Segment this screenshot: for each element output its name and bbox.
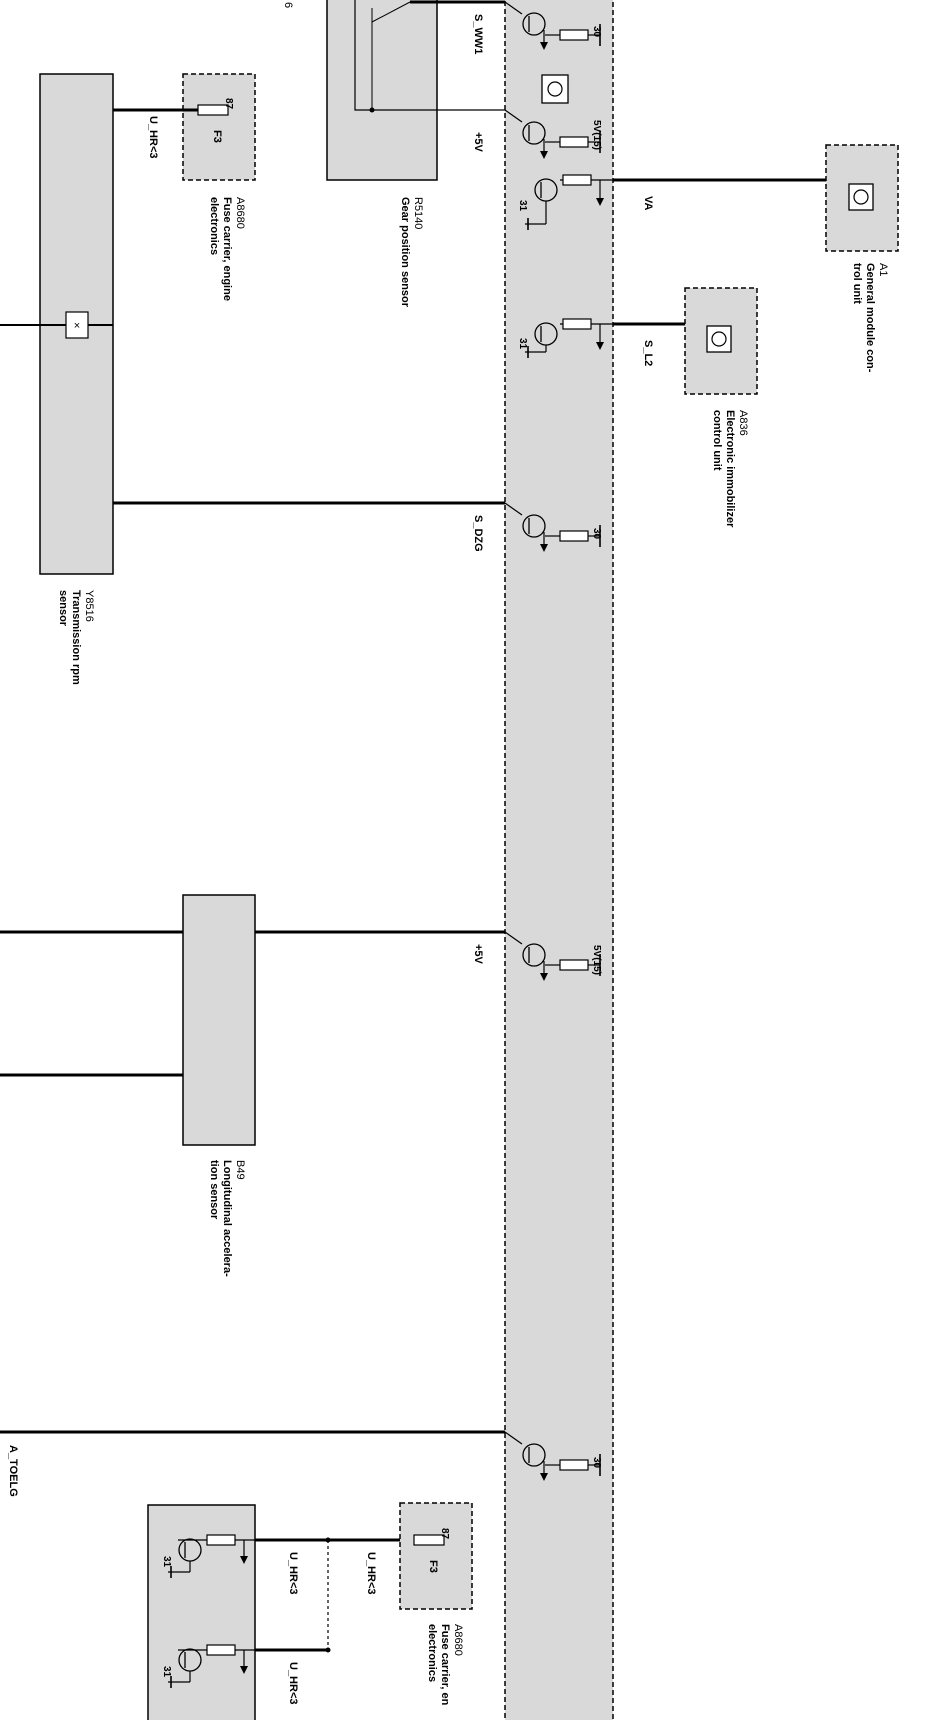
component-id: A8680 <box>452 1624 464 1656</box>
signal-label: +5V <box>472 132 484 153</box>
component-name: Transmission rpm <box>70 590 82 685</box>
resistor-icon <box>559 136 589 148</box>
component-id: A8680 <box>234 197 246 229</box>
signal-label: U_HR<3 <box>365 1552 377 1595</box>
component-name: Fuse carrier, engine <box>221 197 233 301</box>
pin-label: 30 <box>591 528 602 540</box>
output-stage-transistor: 5V(15) <box>504 109 602 159</box>
resistor-icon <box>559 530 589 542</box>
component-id: A1 <box>877 263 889 276</box>
component-name: Electronic immobilizer <box>724 410 736 528</box>
resistor-icon <box>562 318 592 330</box>
resistor-icon <box>562 174 592 186</box>
cross-icon: × <box>74 320 80 332</box>
resistor-icon <box>206 1534 236 1546</box>
bottom-control-module: 31 31 <box>147 1504 256 1720</box>
pin-label: 30 <box>591 1457 602 1469</box>
signal-label: U_HR<3 <box>287 1552 299 1595</box>
component-name: Longitudinal accelera- <box>221 1160 233 1277</box>
fuse-carrier-a8680-bottom: 87 F3 A8680 Fuse carrier, en electronics <box>399 1502 473 1706</box>
signal-label: S_DZG <box>472 515 484 552</box>
component-name: Gear position sensor <box>399 197 411 308</box>
pin-label: 31 <box>517 200 528 212</box>
component-name: trol unit <box>851 263 863 304</box>
signal-label: U_HR<3 <box>147 116 159 159</box>
component-name: electronics <box>426 1624 438 1682</box>
mark-label: 6 <box>282 2 294 8</box>
output-stage-transistor: 31 <box>517 318 685 358</box>
component-id: A836 <box>737 410 749 436</box>
resistor-icon <box>559 959 589 971</box>
fuse-pin-label: 87 <box>223 98 234 110</box>
pin-label: 31 <box>517 338 528 350</box>
output-stage-transistor: 30 <box>504 502 602 552</box>
signal-label: U_HR<3 <box>287 1662 299 1705</box>
fuse-pin-label: 87 <box>439 1528 450 1540</box>
component-id: R5140 <box>412 197 424 229</box>
logic-icon <box>547 81 563 97</box>
signal-label: S_WW1 <box>472 14 484 54</box>
pin-label: 31 <box>161 1556 172 1568</box>
control-unit-strip <box>504 0 614 1720</box>
gear-position-sensor-r5140: R5140 Gear position sensor <box>326 0 505 308</box>
component-name: control unit <box>711 410 723 471</box>
microcontroller-icon <box>706 325 732 353</box>
transmission-rpm-sensor-y8516: × Y8516 Transmission rpm sensor <box>0 73 505 685</box>
fuse-carrier-a8680-top: 87 F3 A8680 Fuse carrier, engine electro… <box>113 73 256 301</box>
fuse-label: F3 <box>211 130 223 143</box>
microcontroller-icon <box>541 74 569 104</box>
longitudinal-acceleration-sensor-b49: B49 Longitudinal accelera- tion sensor <box>0 894 505 1277</box>
signal-label: S_L2 <box>642 340 654 366</box>
signal-label: VA <box>642 196 654 211</box>
pin-label: 5V(15) <box>591 945 602 975</box>
output-stage-transistor: 31 <box>517 174 826 230</box>
component-name: electronics <box>208 197 220 255</box>
component-name: tion sensor <box>208 1160 220 1220</box>
immobilizer-control-unit-a836: A836 Electronic immobilizer control unit <box>684 287 758 528</box>
pin-label: 30 <box>591 26 602 38</box>
component-id: B49 <box>234 1160 246 1180</box>
component-name: General module con- <box>864 263 876 373</box>
logic-icon <box>711 331 727 347</box>
fuse-label: F3 <box>427 1560 439 1573</box>
output-stage-transistor: 30 <box>504 1 602 50</box>
component-id: Y8516 <box>83 590 95 622</box>
general-module-a1: A1 General module con- trol unit <box>825 144 899 373</box>
microcontroller-icon <box>848 183 874 211</box>
signal-label: +5V <box>472 944 484 965</box>
component-name: Fuse carrier, en <box>439 1624 451 1706</box>
fuse-icon <box>413 1534 445 1546</box>
pin-label: 31 <box>161 1666 172 1678</box>
signal-label: A_TOELG <box>7 1445 19 1497</box>
output-stage-transistor: 5V(15) <box>504 931 602 981</box>
resistor-icon <box>559 29 589 41</box>
pin-label: 5V(15) <box>591 120 602 150</box>
resistor-icon <box>206 1644 236 1656</box>
resistor-icon <box>559 1459 589 1471</box>
component-name: sensor <box>57 590 69 627</box>
logic-icon <box>853 189 869 205</box>
output-stage-transistor: 30 <box>504 1431 602 1481</box>
